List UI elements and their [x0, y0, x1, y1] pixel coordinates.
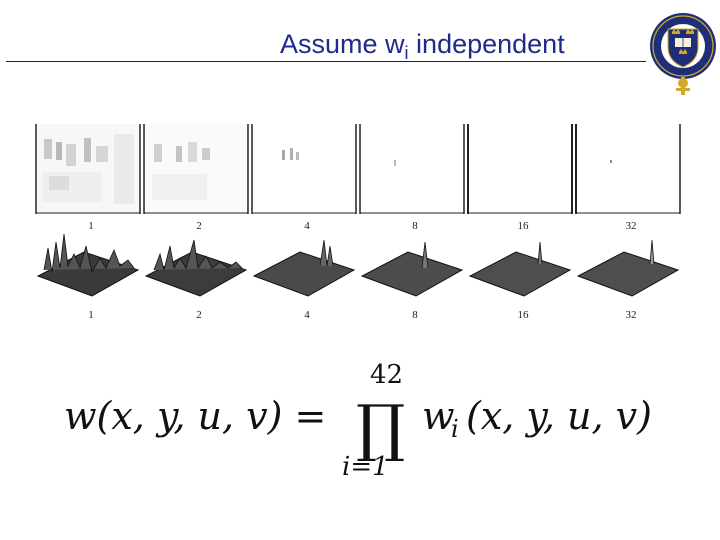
formula-rhs-var: w	[422, 394, 455, 438]
formula-lhs: w(x, y, u, v) =	[64, 394, 326, 438]
formula-rhs-args: (x, y, u, v)	[466, 394, 652, 438]
panel-label: 16	[517, 220, 529, 232]
formula-upper-limit: 42	[370, 360, 403, 390]
plot-label: 2	[196, 309, 202, 321]
plot-label: 32	[625, 309, 637, 321]
surface-plot	[576, 239, 680, 297]
formula-lower-limit: i=1	[342, 452, 389, 482]
university-crest-icon	[650, 13, 716, 95]
title-underline	[6, 61, 646, 62]
panel-label: 4	[304, 220, 310, 232]
image-panel	[35, 124, 141, 214]
formula-product-symbol: ∏	[356, 391, 405, 464]
slide-title: Assume wi independent	[280, 29, 565, 63]
image-panel	[143, 124, 249, 214]
plot-label: 8	[412, 309, 418, 321]
plot-label: 16	[517, 309, 529, 321]
panel-label: 2	[196, 220, 202, 232]
panel-label: 1	[88, 220, 94, 232]
image-panel	[359, 124, 465, 214]
surface-plot	[36, 233, 140, 297]
surface-plot	[144, 239, 248, 297]
image-panel	[575, 124, 681, 214]
panel-label: 8	[412, 220, 418, 232]
surface-plot	[360, 241, 464, 297]
formula-rhs-subscript: i	[451, 415, 459, 443]
image-panel	[467, 124, 573, 214]
plot-label: 4	[304, 309, 310, 321]
panel-label: 32	[625, 220, 637, 232]
surface-plot	[468, 241, 572, 297]
image-panel	[251, 124, 357, 214]
product-formula: w(x, y, u, v) = 42 ∏ i=1 w i (x, y, u, v…	[64, 360, 652, 482]
surface-plot	[252, 239, 356, 297]
plot-label: 1	[88, 309, 94, 321]
